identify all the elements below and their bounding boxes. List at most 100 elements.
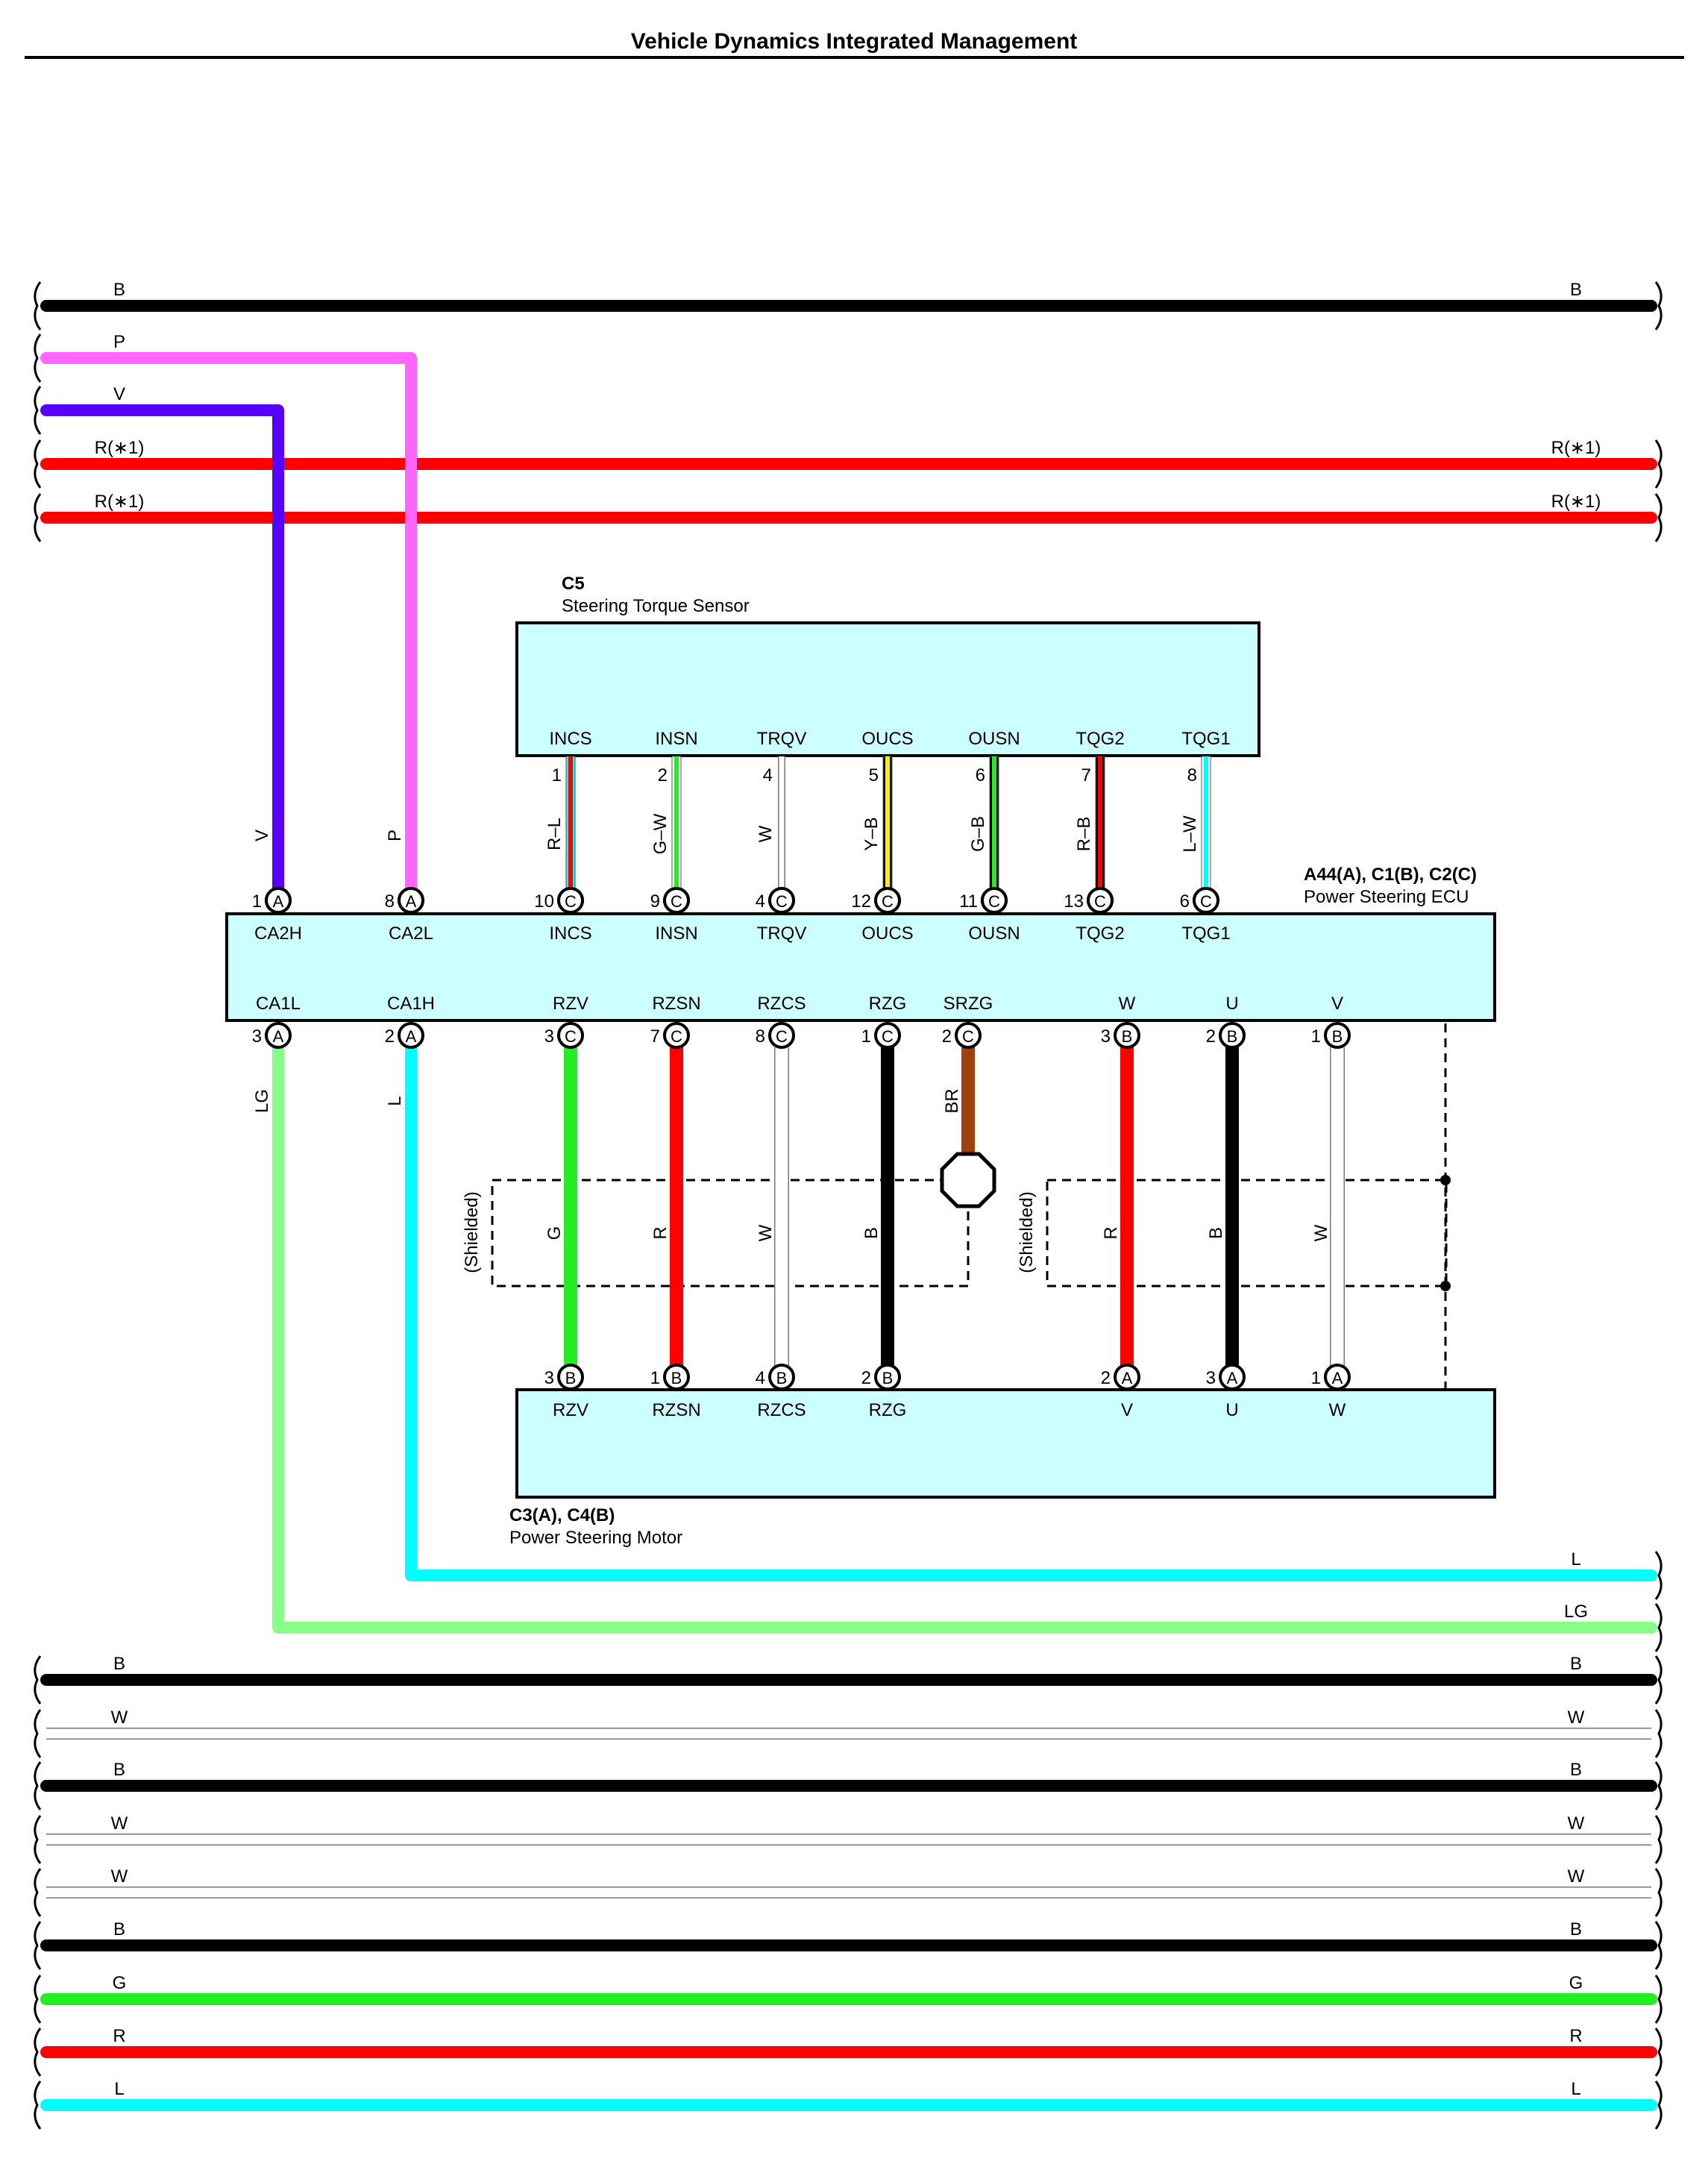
rail-bottom-3-right-brace [1654,1709,1663,1758]
shield-label-2: (Shielded) [1017,1191,1037,1273]
ecu-bottom-ca1l-terminal [265,1022,292,1049]
ecu-bottom-pin-rzg: 1 [861,1026,871,1047]
rail-bottom-6-right-label: W [1568,1866,1585,1887]
sensor-wire-tqg2 [1098,756,1102,889]
motor-wire-label-rzv: G [544,1226,565,1241]
wire-lg-label: LG [252,1089,272,1113]
sensor-terminal-trqv: TRQV [757,729,807,749]
motor-name-rzsn: RZSN [652,1400,700,1420]
ecu-bottom-pin-v: 1 [1311,1026,1321,1047]
motor-wire-label-v: W [1311,1224,1331,1241]
rail-bottom-4-right-brace [1654,1761,1663,1810]
rail-bottom-8-right-label: G [1569,1973,1583,1993]
rail-top-0-right-label: B [1570,280,1582,300]
rail-bottom-8-left-brace [34,1975,42,2024]
rail-bottom-7-left-label: B [113,1919,125,1939]
sensor-terminal-oucs: OUCS [861,729,913,749]
rail-top-3-right-brace [1654,439,1663,489]
ecu-bottom-pin-u: 2 [1206,1026,1216,1047]
ecu-top-cap-ca2l-terminal-letter: A [406,892,417,911]
rail-bottom-9-left-label: R [113,2026,125,2046]
ecu-bottom-ca1h-terminal [398,1022,424,1049]
motor-u-terminal [1219,1364,1246,1390]
ecu-bottom-name-rzg: RZG [869,994,907,1014]
ecu-top-cap-ousn-terminal-letter: C [988,892,1000,911]
ecu-bottom-pin-ca1l: 3 [252,1026,262,1047]
ecu-bottom-name-rzcs: RZCS [757,994,806,1014]
rail-bottom-7-right-brace [1654,1921,1663,1970]
ecu-top-cap-trqv-terminal [768,887,795,914]
ecu-bottom-w-terminal-letter: B [1122,1027,1133,1046]
ecu-top-cap-ca2l-terminal [398,887,424,914]
ecu-bottom-pin-w: 3 [1101,1026,1111,1047]
rail-bottom-4-right-label: B [1570,1760,1582,1780]
wire-lg-ca1l [272,1041,1657,1634]
motor-name-w: W [1329,1400,1346,1420]
motor-u-terminal-letter: A [1227,1369,1238,1387]
rail-bottom-2-left-brace [34,1655,42,1705]
rail-bottom-2-right-label: B [1570,1654,1582,1674]
ecu-top-cap-ca2h-terminal-letter: A [273,892,284,911]
wire-br-label: BR [942,1088,962,1113]
sensor-wire-tqg1 [1204,756,1208,889]
sensor-wire-label-incs: R–L [544,818,565,850]
shield-region-1 [491,1179,970,1288]
ecu-bottom-pin-srzg: 2 [942,1026,952,1047]
motor-rzg-terminal-letter: B [882,1369,894,1387]
rail-top-1-left-label: P [113,332,125,352]
ecu-bottom-pin-rzsn: 7 [650,1026,660,1047]
ecu-top-cap-insn-terminal-letter: C [671,892,682,911]
wire-v-ca2h [40,404,284,894]
ecu-bottom-name-srzg: SRZG [944,994,993,1014]
motor-wire-label-rzg: B [861,1227,882,1239]
motor-pin-rzcs: 4 [756,1368,765,1388]
sensor-terminal-incs: INCS [549,729,591,749]
ecu-top-name-ca2l: CA2L [389,923,433,944]
motor-w-terminal-letter: A [1332,1369,1343,1387]
sensor-wire-oucs [885,756,890,889]
motor-name: Power Steering Motor [509,1528,682,1548]
sensor-wire-label-trqv: W [756,825,776,842]
rail-top-1-left-brace [34,333,42,383]
ecu-top-cap-oucs-terminal [874,887,901,914]
rail-bottom-6-right-brace [1654,1868,1663,1917]
motor-wire-label-u: B [1206,1227,1226,1239]
rail-bottom-10-right-label: L [1571,2079,1580,2099]
ecu-top-cap-tqg1-terminal-letter: C [1200,892,1212,911]
rail-bottom-8-left-label: G [113,1973,127,1993]
rail-top-4-left-brace [34,493,42,542]
ecu-bottom-v-terminal [1324,1022,1351,1049]
motor-name-v: V [1121,1400,1133,1420]
rail-bottom-6-left-label: W [111,1866,128,1887]
sensor-pin-1: 1 [552,765,562,785]
sensor-terminal-ousn: OUSN [968,729,1020,749]
motor-pin-rzg: 2 [861,1368,871,1388]
ecu-top-pin-tqg1: 6 [1180,891,1190,912]
sensor-pin-5: 5 [869,765,879,785]
motor-code: C3(A), C4(B) [509,1505,615,1525]
torque-sensor-box [515,621,1260,757]
ecu-top-cap-incs-terminal-letter: C [565,892,577,911]
ecu-bottom-name-u: U [1225,994,1238,1014]
motor-pin-rzv: 3 [544,1368,554,1388]
torque-sensor-code: C5 [562,574,585,594]
ecu-bottom-rzg-terminal [874,1022,901,1049]
rail-top-4-right-brace [1654,493,1663,542]
motor-wire-label-w: R [1101,1226,1121,1239]
motor-v-terminal [1114,1364,1140,1390]
rail-bottom-5-left-brace [34,1815,42,1864]
rail-bottom-10-right-brace [1654,2080,1663,2130]
ecu-top-pin-trqv: 4 [756,891,765,912]
ecu-top-name-incs: INCS [549,923,591,944]
ecu-bottom-u-terminal [1219,1022,1246,1049]
page-title: Vehicle Dynamics Integrated Management [631,29,1078,54]
ecu-top-pin-ca2l: 8 [385,891,395,912]
motor-pin-v: 2 [1101,1368,1111,1388]
ecu-bottom-ca1l-terminal-letter: A [273,1027,284,1046]
motor-rzcs-terminal [768,1364,795,1390]
ecu-top-name-ca2h: CA2H [254,923,302,944]
ecu-code: A44(A), C1(B), C2(C) [1304,865,1477,885]
ecu-box [225,912,1496,1022]
sensor-wire-label-ousn: G–B [968,816,988,852]
ecu-bottom-srzg-terminal-letter: C [962,1027,974,1046]
